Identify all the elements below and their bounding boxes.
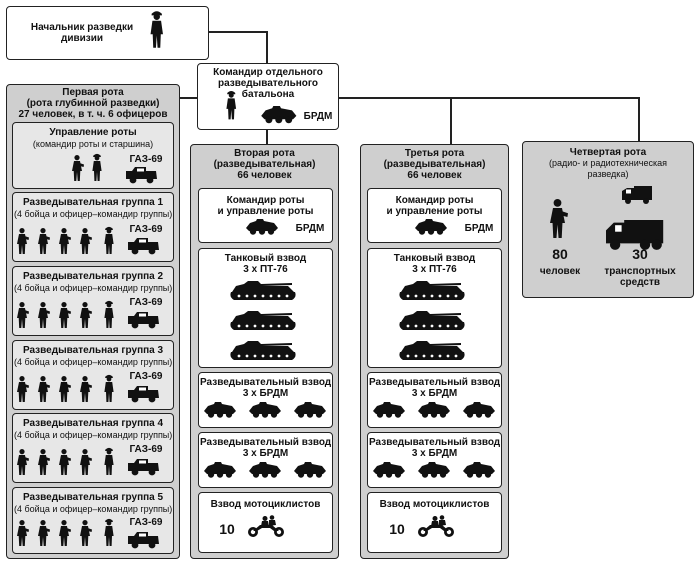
company2-moto-box xyxy=(198,492,333,553)
company1-header: Первая рота(рота глубинной разведки)27 ч… xyxy=(18,87,168,120)
company2-recon1-box xyxy=(198,372,333,428)
company1-mgmt-subtitle: (командир роты и старшина) xyxy=(32,139,154,149)
recon-group-1-title: Разведывательная группа 1 xyxy=(22,197,164,208)
company2-cmd-vehicle: БРДМ xyxy=(295,223,325,234)
connector-line xyxy=(209,31,268,33)
company3-cmd-vehicle: БРДМ xyxy=(464,223,494,234)
recon-group-5-title: Разведывательная группа 5 xyxy=(22,492,164,503)
head-box xyxy=(6,6,209,60)
connector-line xyxy=(339,97,640,99)
company2-recon2-box xyxy=(198,432,333,488)
recon-group-3-vehicle: ГАЗ-69 xyxy=(129,371,163,382)
company4-title: Четвертая рота xyxy=(569,147,647,158)
company2-header: Вторая рота(разведывательная)66 человек xyxy=(213,148,316,181)
company3-recon2-box xyxy=(367,432,502,488)
company2-moto-count: 10 xyxy=(219,521,235,537)
company3-moto-title: Взвод мотоциклистов xyxy=(379,499,490,510)
battalion-vehicle-label: БРДМ xyxy=(303,111,333,122)
recon-group-4-subtitle: (4 бойца и офицер–командир группы) xyxy=(14,430,173,440)
recon-group-2-vehicle: ГАЗ-69 xyxy=(129,297,163,308)
company3-moto-count: 10 xyxy=(389,521,405,537)
connector-line xyxy=(450,97,452,144)
company3-recon1-box xyxy=(367,372,502,428)
recon-group-3-title: Разведывательная группа 3 xyxy=(22,345,164,356)
company4-people-count: 80 xyxy=(552,246,568,262)
connector-line xyxy=(638,97,640,141)
connector-line xyxy=(180,97,197,99)
recon-group-2-title: Разведывательная группа 2 xyxy=(22,271,164,282)
company1-mgmt-title: Управление роты xyxy=(49,127,137,138)
company4-vehicles-count: 30 xyxy=(632,246,648,262)
company2-moto-title: Взвод мотоциклистов xyxy=(210,499,321,510)
company3-header: Третья рота(разведывательная)66 человек xyxy=(383,148,486,181)
company1-mgmt-vehicle: ГАЗ-69 xyxy=(129,154,163,165)
recon-group-3-subtitle: (4 бойца и офицер–командир группы) xyxy=(14,357,173,367)
recon-group-5-vehicle: ГАЗ-69 xyxy=(129,517,163,528)
connector-line xyxy=(266,130,268,144)
recon-group-4-title: Разведывательная группа 4 xyxy=(22,418,164,429)
recon-group-5-subtitle: (4 бойца и офицер–командир группы) xyxy=(14,504,173,514)
recon-group-2-subtitle: (4 бойца и офицер–командир группы) xyxy=(14,283,173,293)
recon-group-1-vehicle: ГАЗ-69 xyxy=(129,224,163,235)
recon-group-1-subtitle: (4 бойца и офицер–командир группы) xyxy=(14,209,173,219)
recon-group-4-vehicle: ГАЗ-69 xyxy=(129,444,163,455)
connector-line xyxy=(266,31,268,63)
company4-people-label: человек xyxy=(539,266,581,277)
